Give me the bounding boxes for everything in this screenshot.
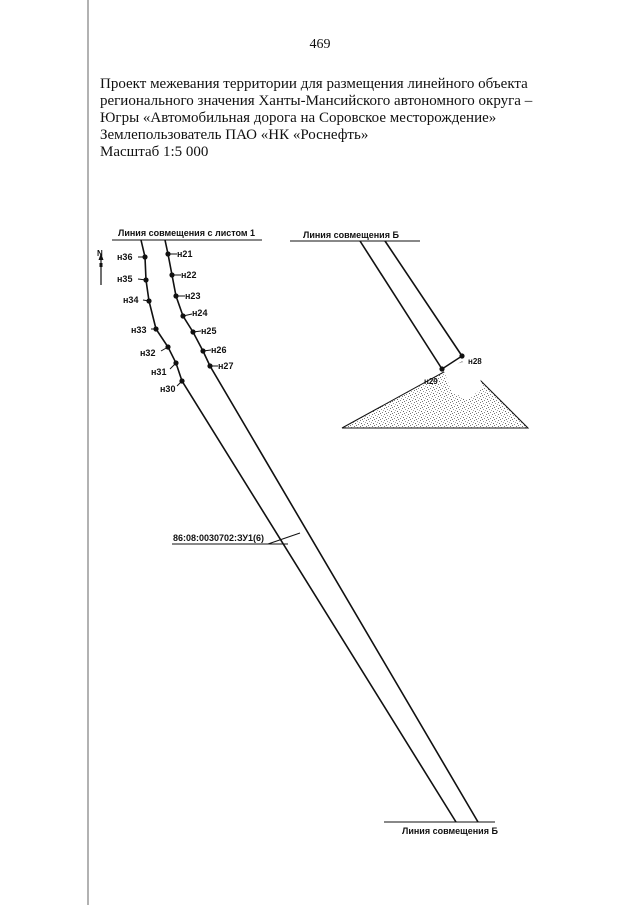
parcel-callout: 86:08:0030702:ЗУ1(6) — [172, 532, 301, 545]
inset-right-boundary — [384, 240, 463, 357]
point-n31-leader — [169, 362, 177, 370]
point-n28-label: н28 — [468, 357, 482, 366]
scale-line: Масштаб 1:5 000 — [100, 144, 209, 160]
point-n34-label: н34 — [123, 295, 138, 305]
land-user-line: Землепользователь ПАО «НК «Роснефть» — [100, 127, 369, 143]
point-n30-label: н30 — [160, 384, 175, 394]
title-block: Проект межевания территории для размещен… — [100, 76, 570, 161]
hatched-area — [341, 361, 530, 429]
left-boundary-line — [140, 239, 457, 823]
hatch-clearing — [443, 362, 482, 400]
point-n26-label: н26 — [211, 345, 226, 355]
page-number: 469 — [309, 37, 331, 52]
point-n36-label: н36 — [117, 252, 132, 262]
point-n21-label: н21 — [177, 249, 192, 259]
point-n25-label: н25 — [201, 326, 216, 336]
point-n27-label: н27 — [218, 361, 233, 371]
point-n29-marker — [439, 366, 445, 372]
point-n30-leader — [176, 380, 183, 387]
title-line-3: Югры «Автомобильная дорога на Соровское … — [100, 110, 497, 126]
title-line-1: Проект межевания территории для размещен… — [100, 76, 528, 92]
left-points: н36 н35 н34 н33 н32 н31 н30 — [117, 252, 185, 394]
point-n28-marker — [459, 353, 465, 359]
point-n29-label: н29 — [424, 377, 438, 386]
join-line-b-top-label: Линия совмещения Б — [303, 230, 399, 240]
point-n33-label: н33 — [131, 325, 146, 335]
point-n22-label: н22 — [181, 270, 196, 280]
title-line-2: регионального значения Ханты-Мансийского… — [100, 93, 533, 109]
north-label: N — [97, 249, 103, 258]
point-n23-label: н23 — [185, 291, 200, 301]
point-n24-leader — [182, 313, 193, 317]
point-n32-label: н32 — [140, 348, 155, 358]
point-n34-leader — [142, 299, 150, 302]
parcel-label: 86:08:0030702:ЗУ1(6) — [173, 533, 264, 543]
point-n25-leader — [192, 330, 202, 333]
point-n26-leader — [202, 349, 212, 352]
point-n31-label: н31 — [151, 367, 166, 377]
inset-left-boundary — [359, 240, 443, 370]
right-points: н21 н22 н23 н24 н25 н26 н27 — [165, 249, 233, 371]
join-line-b-bottom-label: Линия совмещения Б — [402, 826, 498, 836]
inset-cross-line — [441, 355, 463, 370]
join-line-sheet-1-label: Линия совмещения с листом 1 — [118, 228, 255, 238]
point-n24-label: н24 — [192, 308, 207, 318]
point-n35-leader — [137, 278, 147, 281]
point-n35-label: н35 — [117, 274, 132, 284]
point-n32-leader — [160, 346, 169, 352]
north-arrow-icon — [98, 253, 104, 285]
